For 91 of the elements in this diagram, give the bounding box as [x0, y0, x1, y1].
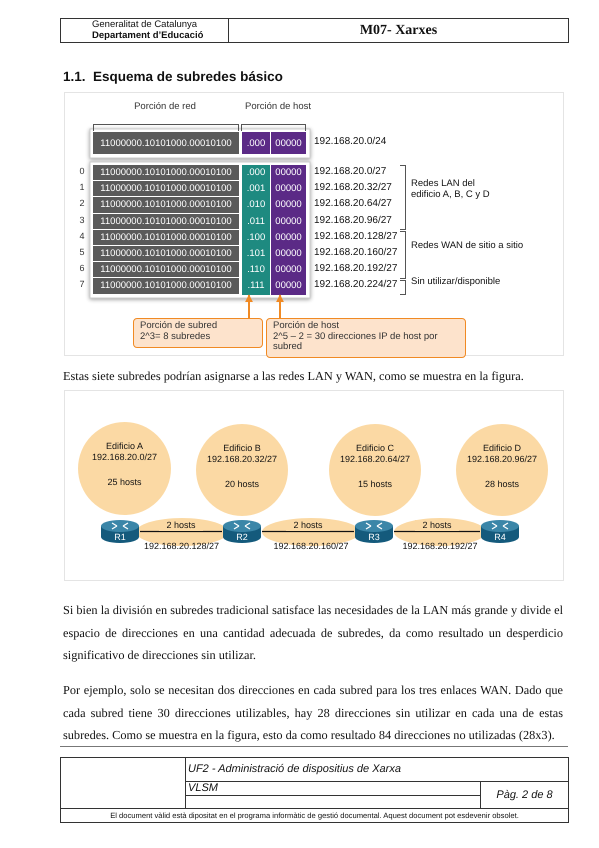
subnet-bits: .000 — [246, 166, 266, 180]
host-bits-cell: 00000 — [271, 132, 306, 154]
building-name: Edificio D — [482, 443, 522, 453]
leader-arrow — [245, 294, 253, 318]
header-title: M07- Xarxes — [358, 22, 438, 40]
department-name: Departament d’Educació — [91, 30, 204, 42]
callout-heading: Porción de subred — [140, 321, 218, 332]
network-bits-cell: 11000000.10101000.00010100 — [93, 132, 239, 154]
network-bits-cell: 11000000.10101000.00010100 — [93, 246, 239, 262]
network-bits-cell: 11000000.10101000.00010100 — [93, 165, 239, 180]
subnet-address: 192.168.20.192/27 — [401, 541, 479, 553]
network-bits-cell: 11000000.10101000.00010100 — [93, 214, 239, 229]
row-number: 6 — [78, 263, 86, 276]
host-count: 20 hosts — [224, 479, 260, 489]
host-count: 25 hosts — [106, 477, 143, 487]
subnet-address: 192.168.20.96/27 — [466, 454, 538, 464]
subnet-address: 192.168.20.0/27 — [314, 166, 388, 179]
network-link — [394, 530, 480, 532]
subnet-bits: .001 — [246, 182, 266, 196]
router-label: R1 — [113, 532, 127, 542]
building-name: Edificio B — [222, 443, 262, 453]
body-text: Si bien la división en subredes tradicional satisface las necesidades de la LAN más grande y divide el espacio de direcciones en una cantidad adecuada de subredes, da como resultado un desperdicio significativo de direcciones sin utilizar. — [63, 602, 563, 664]
section-heading: 1.1. Esquema de subredes básico — [63, 69, 284, 86]
callout-heading: Porción de host — [273, 321, 340, 332]
subnet-address: 192.168.20.160/27 — [272, 541, 350, 553]
row-number: 3 — [78, 214, 86, 227]
body-text: Estas siete subredes podrían asignarse a las redes LAN y WAN, como se muestra en la figura. — [63, 369, 525, 385]
host-count: 28 hosts — [484, 479, 520, 489]
subnet-address: 192.168.20.64/27 — [314, 198, 393, 212]
bracket-label: Sin utilizar/disponible — [411, 276, 502, 289]
host-bits: 00000 — [274, 166, 303, 180]
subnet-column — [242, 165, 270, 295]
host-bits: 00000 — [274, 279, 303, 294]
subnet-address: 192.168.20.32/27 — [314, 182, 393, 196]
host-column — [271, 165, 306, 295]
page-number: Pàg. 2 de 8 — [495, 788, 554, 803]
subnet-bits: .100 — [246, 230, 266, 245]
callout-box — [133, 318, 263, 348]
building-name: Edificio A — [104, 441, 144, 451]
subnet-bits: .101 — [246, 247, 266, 262]
subnet-address: 192.168.20.96/27 — [314, 214, 393, 228]
network-bits-cell: 11000000.10101000.00010100 — [93, 262, 239, 278]
bracket-label: Redes WAN de sitio a sitio — [411, 240, 524, 253]
network-bits-cell: 11000000.10101000.00010100 — [93, 181, 239, 196]
subnet-address: 192.168.20.224/27 — [314, 279, 398, 292]
subnet-bits: .110 — [246, 263, 266, 278]
subnet-bits: .111 — [246, 279, 266, 294]
host-bits: 00000 — [274, 198, 303, 212]
host-bits: 00000 — [274, 230, 303, 245]
subnet-address: 192.168.20.128/27 — [142, 541, 220, 553]
body-text: Por ejemplo, solo se necesitan dos direcciones en cada subred para los tres enlaces WAN. Dado que cada subred tiene 30 direcciones utilizables, hay 28 direcciones sin utilizar en cada una de estas subredes. Como se muestra en la figura, esto da como resultado 84 direcciones no utilizadas (28x3). — [63, 682, 563, 744]
bracket-label: Redes LAN del edificio A, B, C y D — [411, 178, 491, 202]
module-title: UF2 - Administració de dispositius de Xarxa — [188, 762, 402, 777]
subnet-address: 192.168.20.64/27 — [338, 454, 412, 464]
router-label: R3 — [367, 532, 381, 542]
router-label: R2 — [235, 532, 249, 542]
subnet-address: 192.168.20.160/27 — [314, 247, 398, 260]
leader-arrow — [276, 294, 284, 318]
network-bits-cell: 11000000.10101000.00010100 — [93, 230, 239, 245]
subnet-address: 192.168.20.128/27 — [314, 230, 398, 244]
network-bits-cell: 11000000.10101000.00010100 — [93, 197, 239, 213]
router-label: R4 — [493, 532, 507, 542]
row-number: 2 — [78, 198, 86, 210]
subnet-address: 192.168.20.192/27 — [314, 263, 398, 276]
column-heading: Porción de red — [133, 101, 197, 114]
network-address: 192.168.20.0/24 — [314, 136, 388, 149]
row-number: 0 — [78, 166, 86, 178]
document-topic: VLSM — [188, 782, 219, 795]
row-number: 4 — [78, 230, 86, 243]
subnet-bits: .010 — [246, 198, 266, 212]
host-count: 15 hosts — [356, 479, 394, 489]
row-number: 1 — [78, 182, 86, 194]
host-bits: 00000 — [274, 263, 303, 278]
callout-text: 2^3= 8 subredes — [140, 332, 212, 342]
building-name: Edificio C — [354, 443, 395, 453]
row-number: 7 — [78, 279, 86, 292]
callout-box — [266, 318, 466, 358]
subnet-bits: .011 — [246, 214, 266, 229]
host-bits: 00000 — [274, 247, 303, 262]
host-bits: 00000 — [274, 214, 303, 229]
subnet-address: 192.168.20.0/27 — [90, 452, 158, 462]
network-bits-cell: 11000000.10101000.00010100 — [93, 278, 239, 294]
column-heading: Porción de host — [244, 101, 312, 114]
callout-text: 2^5 – 2 = 30 direcciones IP de host por subred — [273, 332, 439, 352]
row-number: 5 — [78, 247, 86, 259]
host-bits: 00000 — [274, 182, 303, 196]
institution-name: Generalitat de Catalunya — [91, 19, 198, 31]
subnet-bits-cell: .000 — [242, 132, 270, 154]
subnet-address: 192.168.20.32/27 — [206, 454, 278, 464]
network-link — [262, 530, 354, 532]
network-link — [140, 530, 222, 532]
